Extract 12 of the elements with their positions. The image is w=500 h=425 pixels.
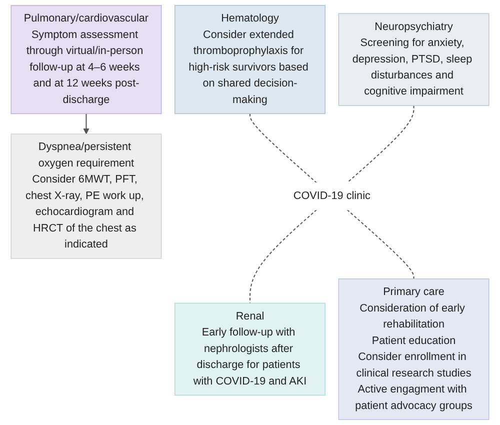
connector <box>346 106 414 184</box>
connector <box>250 114 317 184</box>
node-text: COVID-19 clinic <box>293 190 370 202</box>
node-box <box>338 13 490 106</box>
arrow <box>83 114 90 134</box>
node-box <box>174 302 326 396</box>
node-box <box>338 278 490 420</box>
node-box <box>174 5 326 114</box>
node-box <box>10 5 162 114</box>
connector <box>250 209 317 304</box>
connector <box>346 209 414 279</box>
node-box <box>10 134 162 259</box>
